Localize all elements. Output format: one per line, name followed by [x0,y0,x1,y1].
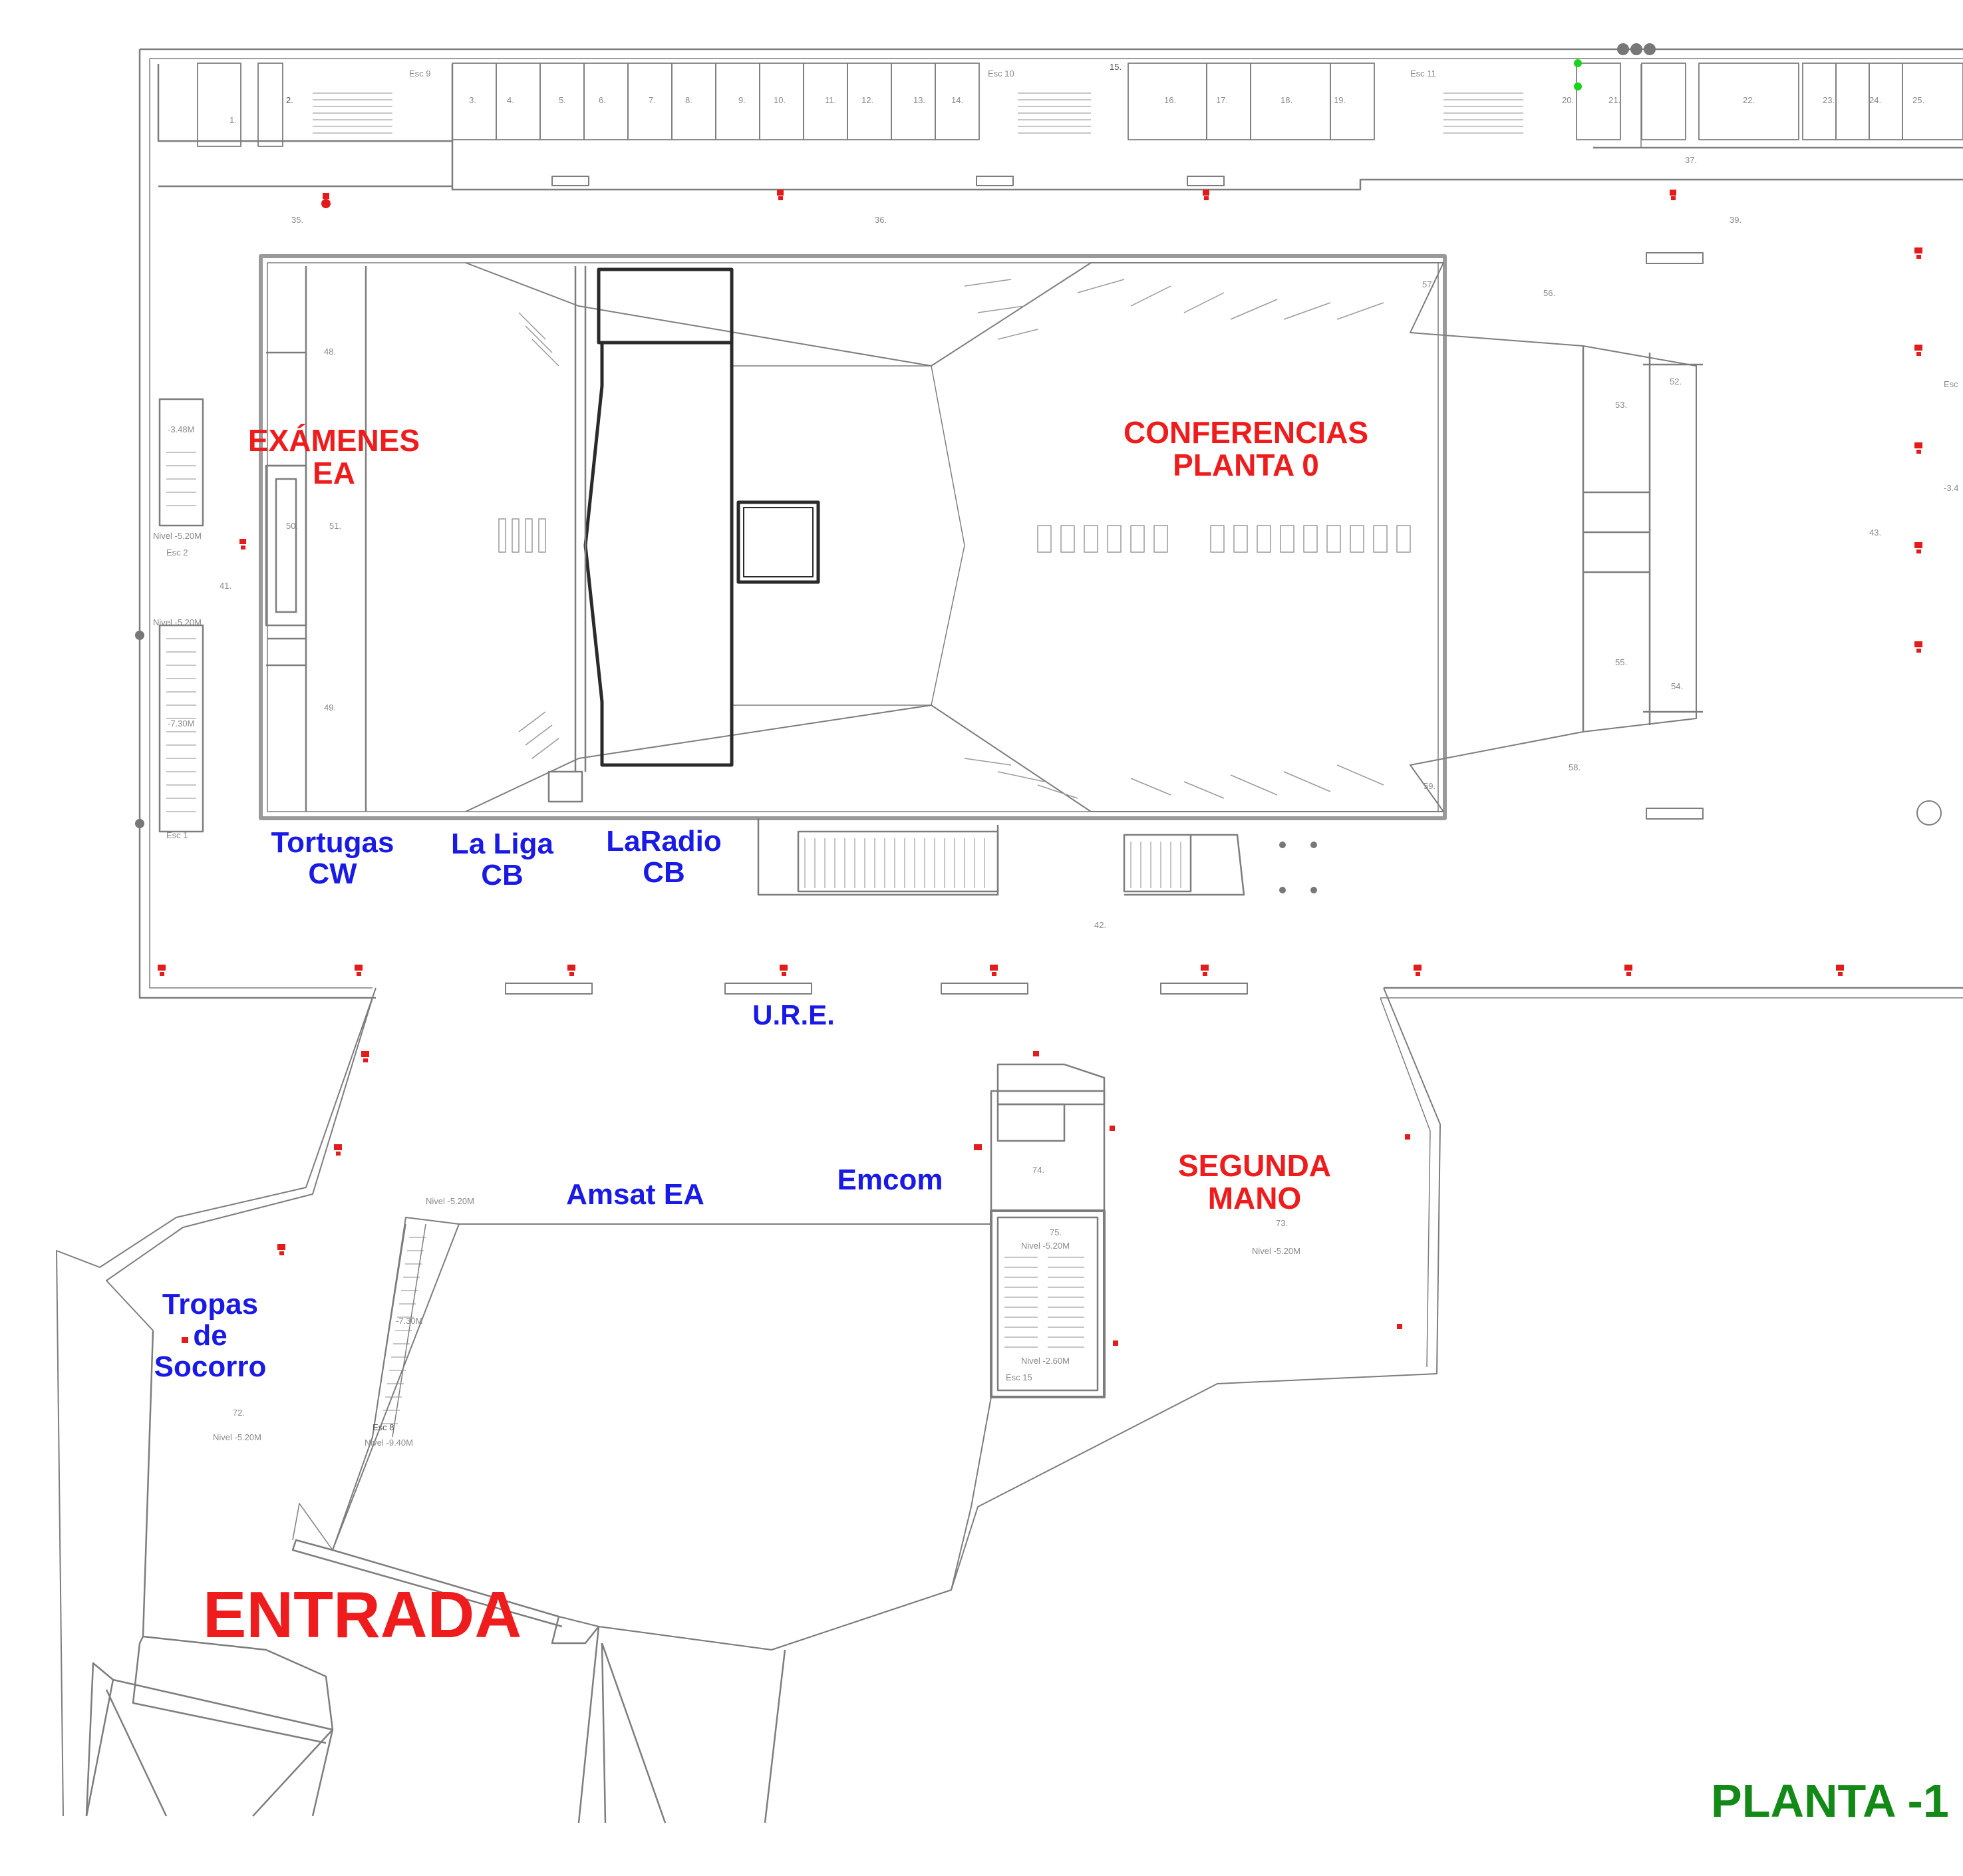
svg-text:17.: 17. [1216,95,1228,105]
stand-label-amsat: Amsat EA [566,1178,704,1211]
svg-text:25.: 25. [1912,95,1924,105]
svg-text:Esc 2: Esc 2 [166,547,188,557]
outer-wall [138,49,376,999]
stage-platform [583,341,734,767]
svg-text:7.: 7. [649,95,656,105]
svg-text:41.: 41. [220,581,231,591]
entrance-label: ENTRADA [203,1578,522,1651]
stand-label-tropas: Tropas de Socorro [154,1288,267,1384]
svg-text:12.: 12. [861,95,873,105]
svg-text:51.: 51. [329,521,341,531]
svg-text:15.: 15. [1110,62,1122,72]
svg-text:Nivel -5.20M: Nivel -5.20M [213,1432,261,1442]
stand-label-la-liga: La Liga CB [450,828,554,892]
svg-text:10.: 10. [774,95,786,105]
svg-text:49.: 49. [324,703,336,712]
svg-text:Esc 1: Esc 1 [166,830,188,840]
stand-label-laradio: LaRadio CB [606,825,722,889]
svg-text:37.: 37. [1685,155,1697,165]
svg-text:55.: 55. [1615,657,1627,667]
area-label-conferencias: CONFERENCIAS PLANTA 0 [1123,415,1369,483]
svg-text:Nivel -5.20M: Nivel -5.20M [1021,1241,1070,1251]
svg-text:Esc 15: Esc 15 [1006,1372,1032,1382]
svg-text:20.: 20. [1562,95,1574,105]
svg-text:9.: 9. [738,95,746,105]
svg-text:73.: 73. [1276,1218,1288,1228]
area-label-segunda-mano: SEGUNDA MANO [1177,1148,1332,1216]
svg-text:Nivel -5.20M: Nivel -5.20M [153,617,202,627]
auditorium-outer [259,254,1447,820]
svg-text:1.: 1. [229,115,237,125]
svg-text:19.: 19. [1334,95,1346,105]
conference-hall [465,262,1697,812]
svg-text:75.: 75. [1050,1227,1062,1237]
svg-text:35.: 35. [291,215,303,225]
svg-text:54.: 54. [1671,681,1683,691]
stage [597,267,734,345]
svg-text:57.: 57. [1422,279,1434,289]
svg-text:Esc 11: Esc 11 [1410,69,1436,78]
svg-text:39.: 39. [1730,215,1741,225]
svg-text:58.: 58. [1569,762,1581,772]
svg-text:8.: 8. [685,95,692,105]
svg-text:Esc 9: Esc 9 [409,69,431,78]
svg-text:Nivel -5.20M: Nivel -5.20M [426,1196,474,1206]
svg-text:-3.48M: -3.48M [168,424,194,434]
svg-text:Nivel -2.60M: Nivel -2.60M [1021,1356,1070,1366]
svg-text:53.: 53. [1615,400,1627,410]
svg-text:3.: 3. [469,95,476,105]
svg-text:22.: 22. [1743,95,1755,105]
stand-label-tortugas: Tortugas CW [271,826,394,891]
svg-text:13.: 13. [913,95,925,105]
svg-text:74.: 74. [1032,1165,1044,1175]
svg-text:-7.30M: -7.30M [168,718,194,728]
svg-text:18.: 18. [1281,95,1292,105]
svg-text:72.: 72. [233,1408,245,1418]
svg-text:36.: 36. [875,215,887,225]
svg-text:Esc 10: Esc 10 [988,69,1014,78]
svg-text:Esc: Esc [1944,379,1958,389]
svg-text:14.: 14. [951,95,963,105]
svg-text:-7.30M: -7.30M [396,1316,422,1326]
svg-text:11.: 11. [825,95,836,105]
svg-text:21.: 21. [1608,95,1620,105]
concourse-wall [56,987,377,1817]
svg-text:16.: 16. [1164,95,1176,105]
stand-label-ure: U.R.E. [752,999,835,1030]
floor-label: PLANTA -1 [1711,1775,1949,1827]
svg-text:Nivel -9.40M: Nivel -9.40M [365,1438,413,1448]
svg-text:52.: 52. [1670,377,1682,387]
svg-text:-3.4: -3.4 [1944,483,1958,493]
svg-text:24.: 24. [1869,95,1881,105]
svg-text:4.: 4. [507,95,514,105]
svg-text:Nivel -5.20M: Nivel -5.20M [1252,1246,1300,1256]
svg-text:56.: 56. [1543,288,1555,298]
svg-text:42.: 42. [1094,920,1106,930]
area-label-examenes: EXÁMENES EA [247,423,420,491]
stand-label-emcom: Emcom [837,1164,943,1196]
svg-text:5.: 5. [559,95,566,105]
svg-text:48.: 48. [324,347,336,357]
svg-text:50.: 50. [286,521,298,531]
svg-text:2.: 2. [286,95,293,105]
svg-text:6.: 6. [599,95,606,105]
svg-text:Nivel -5.20M: Nivel -5.20M [153,531,202,541]
svg-text:Esc 8: Esc 8 [373,1422,394,1432]
svg-text:59.: 59. [1424,781,1435,791]
stair-block-15 [990,1209,1106,1398]
outer-wall [149,59,373,989]
svg-text:43.: 43. [1869,528,1881,538]
svg-text:23.: 23. [1823,95,1835,105]
